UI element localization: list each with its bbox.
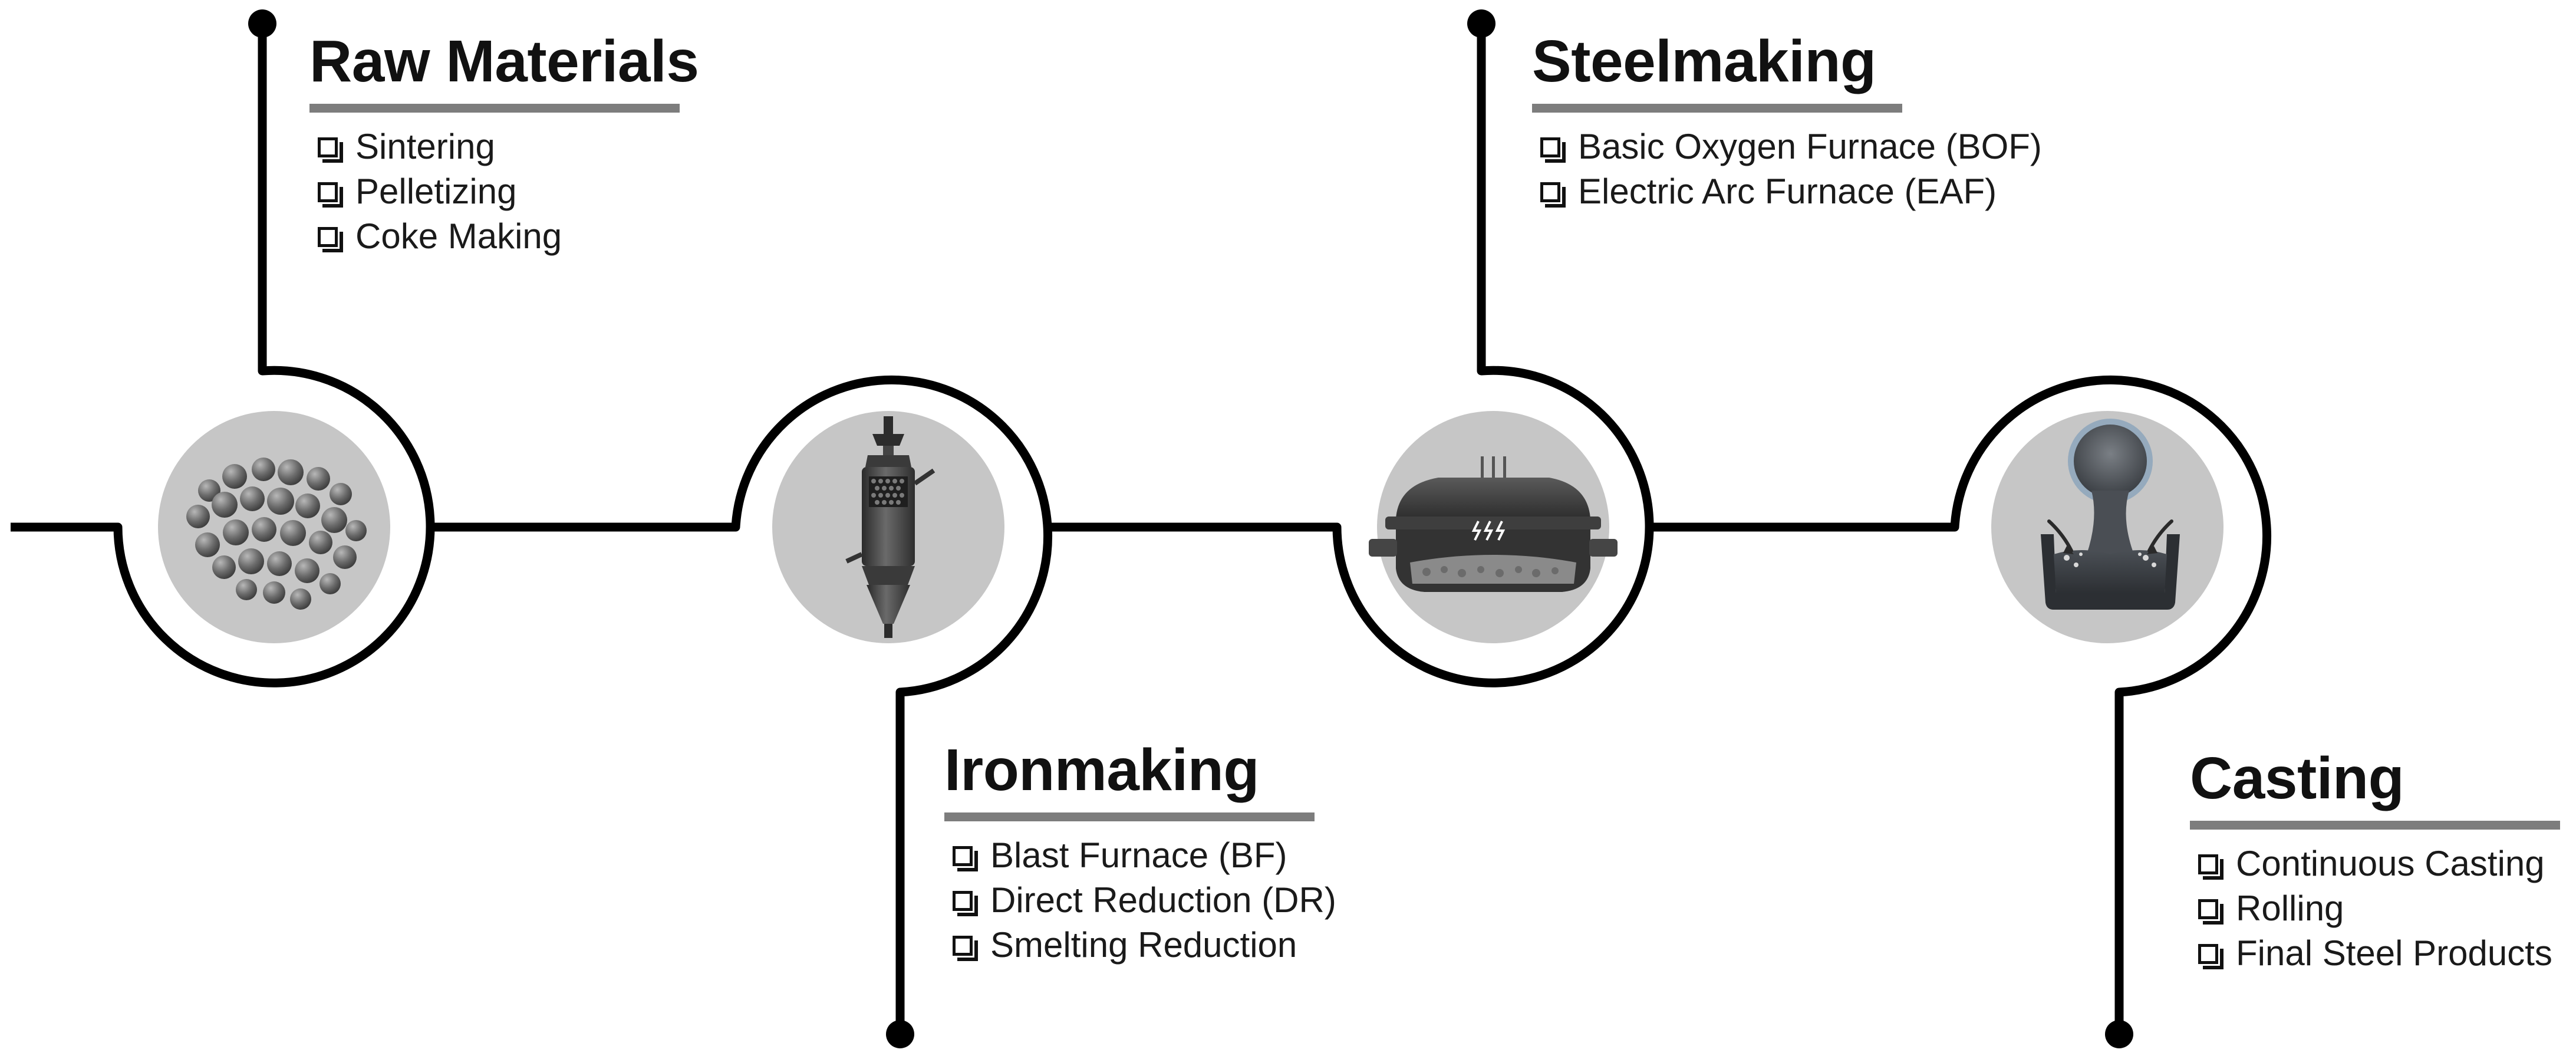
casting-item-list: Continuous Casting Rolling Final Steel P… [2190,841,2576,976]
checkbox-icon [1540,137,1566,163]
title-underline [2190,821,2560,830]
raw-materials-endpoint-dot [248,9,276,38]
title-underline [309,104,680,113]
ironmaking-item-list: Blast Furnace (BF) Direct Reduction (DR)… [944,833,1357,968]
checkbox-icon [1540,182,1566,208]
list-item: Coke Making [318,214,722,259]
list-item-label: Basic Oxygen Furnace (BOF) [1578,127,2042,166]
casting-title: Casting [2190,745,2404,811]
shaft-furnace-icon [845,416,935,638]
list-item: Basic Oxygen Furnace (BOF) [1540,124,2042,169]
list-item: Direct Reduction (DR) [953,878,1357,923]
checkbox-icon [2198,944,2223,969]
raw-materials-item-list: Sintering Pelletizing Coke Making [309,124,722,259]
list-item: Electric Arc Furnace (EAF) [1540,169,1997,214]
list-item: Smelting Reduction [953,923,1357,968]
list-item: Sintering [318,124,722,169]
list-item-label: Sintering [355,127,495,166]
list-item: Rolling [2198,886,2576,931]
checkbox-icon [953,846,978,871]
checkbox-icon [318,227,343,252]
list-item-label: Rolling [2236,889,2344,928]
checkbox-icon [318,137,343,163]
timeline-path [11,26,2272,1033]
list-item: Pelletizing [318,169,722,214]
steelmaking-endpoint-dot [1467,9,1495,38]
pellets-icon [186,458,367,610]
list-item-label: Final Steel Products [2236,933,2552,973]
title-underline [1532,104,1902,113]
electric-arc-furnace-icon [1369,456,1618,592]
list-item-label: Blast Furnace (BF) [990,835,1287,875]
list-item-label: Pelletizing [355,172,517,211]
checkbox-icon [2198,854,2223,880]
list-item-label: Smelting Reduction [990,925,1297,965]
list-item-label: Continuous Casting [2236,844,2545,883]
list-item: Continuous Casting [2198,841,2576,886]
checkbox-icon [2198,899,2223,925]
checkbox-icon [953,891,978,916]
steelmaking-title: Steelmaking [1532,28,1876,94]
list-item-label: Electric Arc Furnace (EAF) [1578,172,1997,211]
casting-block: Casting Continuous Casting Rolling Final… [2190,749,2576,976]
steelmaking-item-list: Basic Oxygen Furnace (BOF) Electric Arc … [1532,124,2042,214]
raw-materials-title: Raw Materials [309,28,699,94]
raw-materials-block: Raw Materials Sintering Pelletizing Coke… [309,32,722,259]
title-underline [944,812,1315,821]
list-item-label: Coke Making [355,216,562,256]
ironmaking-title: Ironmaking [944,737,1259,803]
list-item: Blast Furnace (BF) [953,833,1357,878]
casting-endpoint-dot [2105,1020,2133,1048]
list-item: Final Steel Products [2198,931,2576,976]
ironmaking-endpoint-dot [886,1020,914,1048]
ironmaking-block: Ironmaking Blast Furnace (BF) Direct Red… [944,741,1357,968]
checkbox-icon [318,182,343,208]
steelmaking-block: Steelmaking Basic Oxygen Furnace (BOF) E… [1532,28,2042,214]
ladle-pour-icon [2041,419,2180,610]
checkbox-icon [953,936,978,961]
list-item-label: Direct Reduction (DR) [990,880,1336,920]
